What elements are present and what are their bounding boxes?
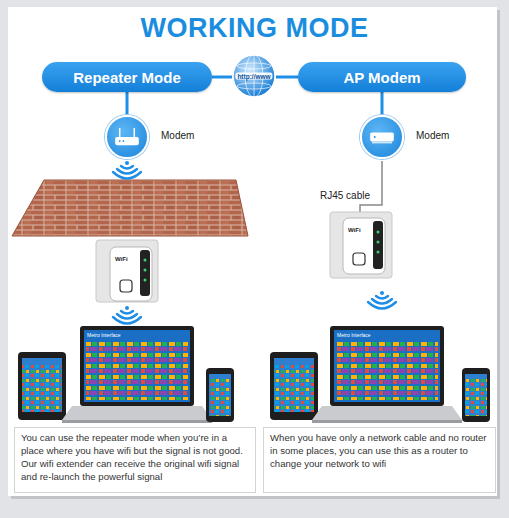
modem-circle: Modem: [105, 115, 149, 159]
note-box: When you have only a network cable and n…: [263, 427, 496, 493]
modem-circle: Modem: [360, 115, 404, 159]
internet-globe: http://www: [232, 54, 276, 98]
screen-label: Metro Interface: [87, 332, 121, 338]
cable-label: RJ45 cable: [320, 190, 370, 201]
modem-icon: [362, 117, 402, 157]
mode-pill: Repeater Mode: [42, 62, 212, 92]
description-text: You can use the repeater mode when you’r…: [21, 431, 249, 483]
diagram-title: WORKING MODE: [0, 13, 509, 44]
mode-name: AP Modem: [343, 69, 420, 86]
modem-label: Modem: [161, 130, 194, 141]
mode-name: Repeater Mode: [73, 69, 181, 86]
modem-label: Modem: [416, 130, 449, 141]
url-text: http://www: [235, 73, 272, 80]
screen-label: Metro Interface: [337, 332, 371, 338]
connector-line: [126, 92, 129, 115]
connector-line: [212, 76, 232, 79]
device-label: WiFi: [115, 256, 128, 262]
mode-pill: AP Modem: [298, 62, 466, 92]
connector-line: [381, 92, 384, 115]
description-text: When you have only a network cable and n…: [270, 431, 489, 470]
connector-line: [276, 76, 298, 79]
note-box: You can use the repeater mode when you’r…: [14, 427, 256, 493]
modem-icon: [107, 117, 147, 157]
device-label: WiFi: [348, 227, 361, 233]
